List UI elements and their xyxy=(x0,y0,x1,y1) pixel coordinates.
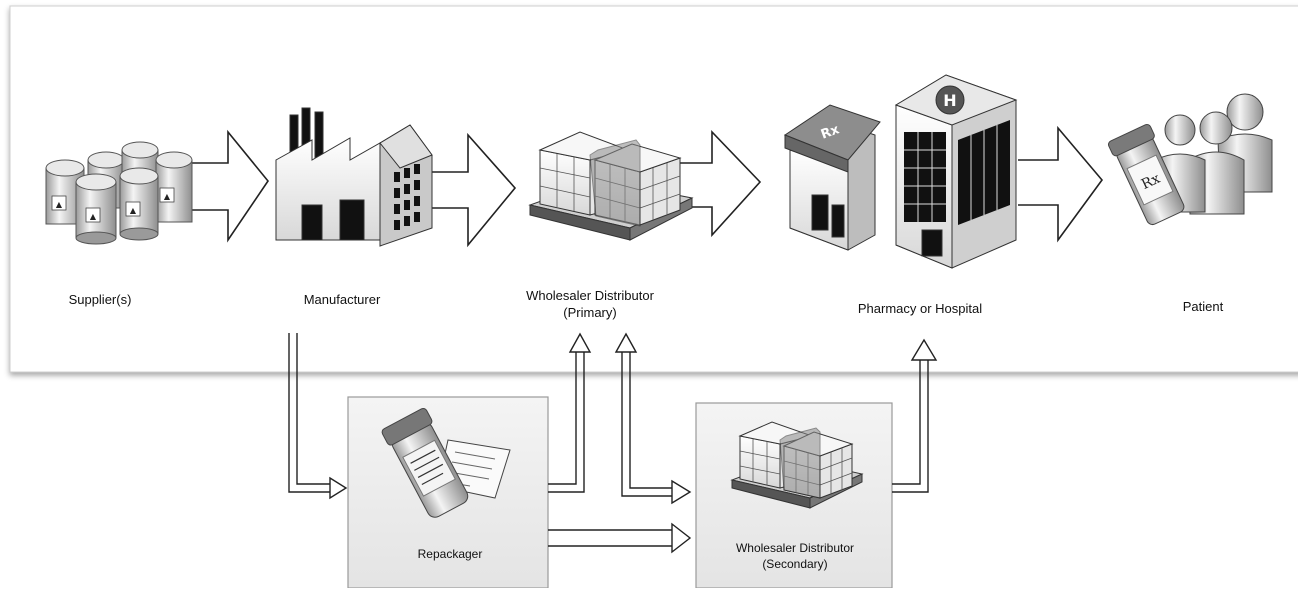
flow-lines xyxy=(288,332,938,554)
patient-icon: Rx xyxy=(1107,93,1273,226)
svg-text:▲: ▲ xyxy=(56,200,63,209)
manufacturer-label: Manufacturer xyxy=(303,292,381,307)
pallet-boxes-icon xyxy=(528,131,694,241)
pharmacy-hospital-icon xyxy=(783,74,1018,269)
pharmacy-hospital-label: Pharmacy or Hospital xyxy=(857,301,983,316)
pharmacy-sign-icon: Rx xyxy=(819,122,842,143)
patient-label: Patient xyxy=(1182,299,1224,314)
arrow-manufacturer-to-wholesaler xyxy=(430,132,517,248)
wholesaler-primary-label-line2: (Primary) xyxy=(563,305,617,320)
arrow-supplier-to-manufacturer xyxy=(190,129,269,243)
supplier-label: Supplier(s) xyxy=(68,292,132,307)
wholesaler-secondary-label: Wholesaler Distributor (Secondary) xyxy=(698,540,892,572)
svg-text:▲: ▲ xyxy=(164,192,171,201)
repackager-icon xyxy=(381,407,511,518)
hospital-sign-icon: H xyxy=(943,91,956,110)
repackager-label: Repackager xyxy=(417,547,483,561)
wholesaler-primary-label: Wholesaler Distributor (Primary) xyxy=(500,287,680,321)
arrow-wholesaler-to-pharmacy xyxy=(672,130,762,238)
wholesaler-secondary-label-line1: Wholesaler Distributor xyxy=(735,541,855,555)
wholesaler-primary-label-line1: Wholesaler Distributor xyxy=(526,288,654,303)
svg-text:▲: ▲ xyxy=(130,206,137,215)
arrow-pharmacy-to-patient xyxy=(1018,125,1104,243)
bottle-rx-icon: Rx xyxy=(1139,171,1163,193)
barrels-icon: ▲ ▲ ▲ ▲ xyxy=(45,141,193,245)
svg-text:▲: ▲ xyxy=(90,212,97,221)
pallet-boxes-secondary-icon xyxy=(730,421,864,509)
factory-icon xyxy=(275,107,433,247)
wholesaler-secondary-label-line2: (Secondary) xyxy=(762,557,828,571)
